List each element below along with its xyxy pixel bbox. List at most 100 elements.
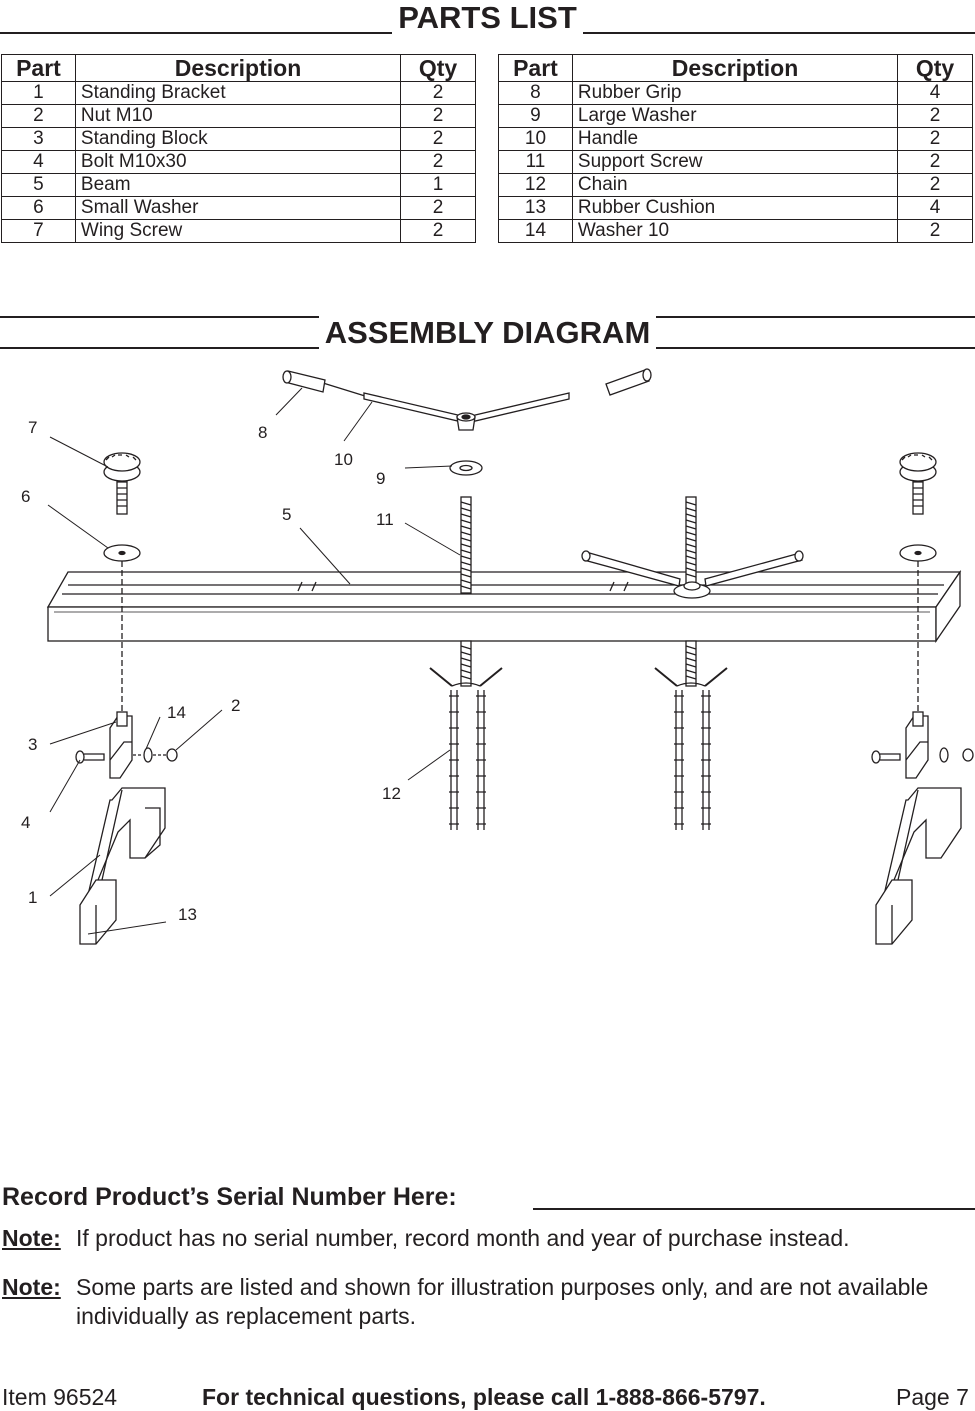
- support-screw-center: [460, 496, 472, 687]
- part-qty: 2: [400, 127, 476, 151]
- table-header-row: Part Description Qty: [498, 54, 973, 82]
- part-qty: 2: [400, 150, 476, 174]
- part-qty: 2: [400, 104, 476, 128]
- callout-labels: 7 6 8 10 9 5 11 14 2 3 12 4 1 13: [21, 418, 401, 924]
- note-text: Some parts are listed and shown for illu…: [76, 1274, 929, 1329]
- callout-7: 7: [28, 418, 37, 437]
- note-text: If product has no serial number, record …: [76, 1225, 850, 1251]
- part-description: Beam: [74, 173, 402, 197]
- part-qty: 2: [897, 173, 973, 197]
- bolt-left: [75, 750, 105, 764]
- part-description: Rubber Grip: [571, 81, 899, 105]
- part-description: Bolt M10x30: [74, 150, 402, 174]
- support-screw-right: [581, 496, 804, 687]
- standing-bracket-left: [87, 787, 166, 896]
- part-description: Standing Block: [74, 127, 402, 151]
- callout-leaders: [47, 387, 461, 935]
- description-column-header: Description: [571, 54, 899, 82]
- nut-left: [153, 748, 178, 762]
- callout-1: 1: [28, 888, 37, 907]
- part-qty: 2: [400, 196, 476, 220]
- part-qty: 1: [400, 173, 476, 197]
- part-description: Small Washer: [74, 196, 402, 220]
- beam: [46, 569, 962, 644]
- parts-list-title: PARTS LIST: [392, 0, 583, 35]
- callout-3: 3: [28, 735, 37, 754]
- standing-block-right: [905, 711, 929, 779]
- standing-bracket-right: [883, 787, 962, 896]
- part-description: Washer 10: [571, 219, 899, 243]
- serial-number-blank[interactable]: [533, 1208, 975, 1210]
- part-number: 5: [1, 173, 76, 197]
- small-washer-left: [103, 544, 141, 562]
- assembly-diagram-header: ASSEMBLY DIAGRAM: [0, 315, 975, 350]
- callout-14: 14: [167, 703, 186, 722]
- callout-8: 8: [258, 423, 267, 442]
- callout-11: 11: [376, 510, 394, 529]
- part-number: 9: [498, 104, 573, 128]
- part-number: 3: [1, 127, 76, 151]
- part-description: Nut M10: [74, 104, 402, 128]
- callout-4: 4: [21, 813, 30, 832]
- footer-item-number: Item 96524: [2, 1384, 118, 1410]
- part-number: 2: [1, 104, 76, 128]
- description-column-header: Description: [74, 54, 402, 82]
- callout-10: 10: [334, 450, 353, 469]
- callout-13: 13: [178, 905, 197, 924]
- callout-12: 12: [382, 784, 401, 803]
- part-qty: 2: [400, 219, 476, 243]
- part-description: Large Washer: [571, 104, 899, 128]
- qty-column-header: Qty: [897, 54, 973, 82]
- assembly-diagram: 7 6 8 10 9 5 11 14 2 3 12 4 1 13: [21, 368, 974, 945]
- part-number: 12: [498, 173, 573, 197]
- part-column-header: Part: [1, 54, 76, 82]
- part-number: 8: [498, 81, 573, 105]
- part-number: 1: [1, 81, 76, 105]
- part-number: 14: [498, 219, 573, 243]
- part-description: Wing Screw: [74, 219, 402, 243]
- part-qty: 2: [400, 81, 476, 105]
- part-qty: 4: [897, 81, 973, 105]
- chain-hook-right: [654, 667, 728, 830]
- part-qty: 2: [897, 219, 973, 243]
- large-washer-center: [449, 460, 483, 476]
- rubber-cushion-left: [79, 807, 161, 945]
- rubber-cushion-right: [875, 879, 913, 945]
- footer-page-number: Page 7: [896, 1384, 969, 1410]
- part-number: 13: [498, 196, 573, 220]
- serial-number-label: Record Product’s Serial Number Here:: [2, 1183, 457, 1211]
- callout-2: 2: [231, 696, 240, 715]
- part-description: Support Screw: [571, 150, 899, 174]
- part-number: 10: [498, 127, 573, 151]
- handle-left-assembly: [282, 368, 652, 431]
- part-column-header: Part: [498, 54, 573, 82]
- part-qty: 2: [897, 127, 973, 151]
- part-description: Standing Bracket: [74, 81, 402, 105]
- part-number: 11: [498, 150, 573, 174]
- part-qty: 2: [897, 150, 973, 174]
- part-number: 7: [1, 219, 76, 243]
- part-qty: 4: [897, 196, 973, 220]
- bolt-right: [871, 750, 901, 764]
- part-number: 6: [1, 196, 76, 220]
- part-description: Rubber Cushion: [571, 196, 899, 220]
- footer-tech-support: For technical questions, please call 1-8…: [202, 1384, 766, 1410]
- standing-block-left: [109, 711, 133, 779]
- small-washer-right: [899, 544, 937, 562]
- wing-screw-left: [103, 452, 141, 515]
- callout-5: 5: [282, 505, 291, 524]
